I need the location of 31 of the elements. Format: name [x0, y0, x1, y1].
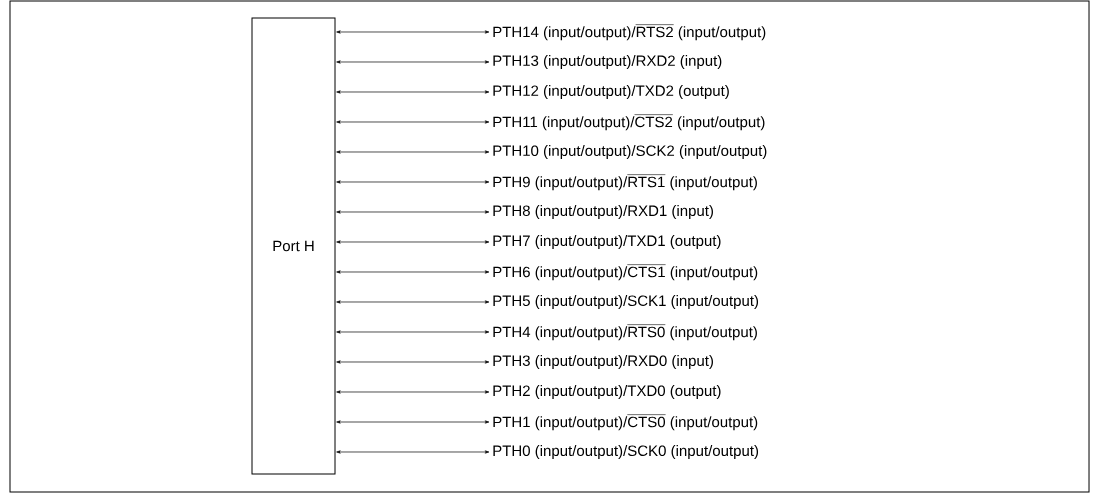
port-box: Port H — [251, 17, 336, 475]
pin-label: PTH9 (input/output)/$\overline{\text{RTS1}}$ (input/output) — [493, 174, 757, 191]
pin-label: PTH0 (input/output)/SCK0 (input/output) — [493, 445, 759, 459]
double-arrow — [336, 240, 490, 244]
double-arrow — [336, 120, 490, 124]
double-arrow — [336, 30, 490, 34]
pin-label: PTH11 (input/output)/$\overline{\text{CTS2}}$ (input/output) — [493, 114, 765, 131]
double-arrow — [336, 210, 490, 214]
pin-label: PTH10 (input/output)/SCK2 (input/output) — [493, 145, 767, 159]
double-arrow — [336, 300, 490, 304]
pin-label: PTH12 (input/output)/TXD2 (output) — [493, 85, 729, 99]
pin-label: PTH3 (input/output)/RXD0 (input) — [493, 355, 713, 369]
double-arrow — [336, 420, 490, 424]
pin-label: PTH6 (input/output)/$\overline{\text{CTS1}}$ (input/output) — [493, 264, 758, 281]
double-arrow — [336, 180, 490, 184]
pin-label: PTH2 (input/output)/TXD0 (output) — [493, 385, 721, 399]
pin-label: PTH8 (input/output)/RXD1 (input) — [493, 205, 713, 219]
double-arrow — [336, 390, 490, 394]
double-arrow — [336, 330, 490, 334]
pin-label: PTH1 (input/output)/$\overline{\text{CTS0}}$ (input/output) — [493, 414, 758, 431]
pin-label: PTH5 (input/output)/SCK1 (input/output) — [493, 295, 759, 309]
double-arrow — [336, 60, 490, 64]
pin-label: PTH7 (input/output)/TXD1 (output) — [493, 235, 721, 249]
double-arrow — [336, 150, 490, 154]
pin-label: PTH13 (input/output)/RXD2 (input) — [493, 55, 722, 69]
double-arrow — [336, 450, 490, 454]
double-arrow — [336, 360, 490, 364]
pin-label: PTH4 (input/output)/$\overline{\text{RTS0}}$ (input/output) — [493, 324, 757, 341]
pin-label: PTH14 (input/output)/$\overline{\text{RTS2}}$ (input/output) — [493, 24, 766, 41]
double-arrow — [336, 90, 490, 94]
double-arrow — [336, 270, 490, 274]
